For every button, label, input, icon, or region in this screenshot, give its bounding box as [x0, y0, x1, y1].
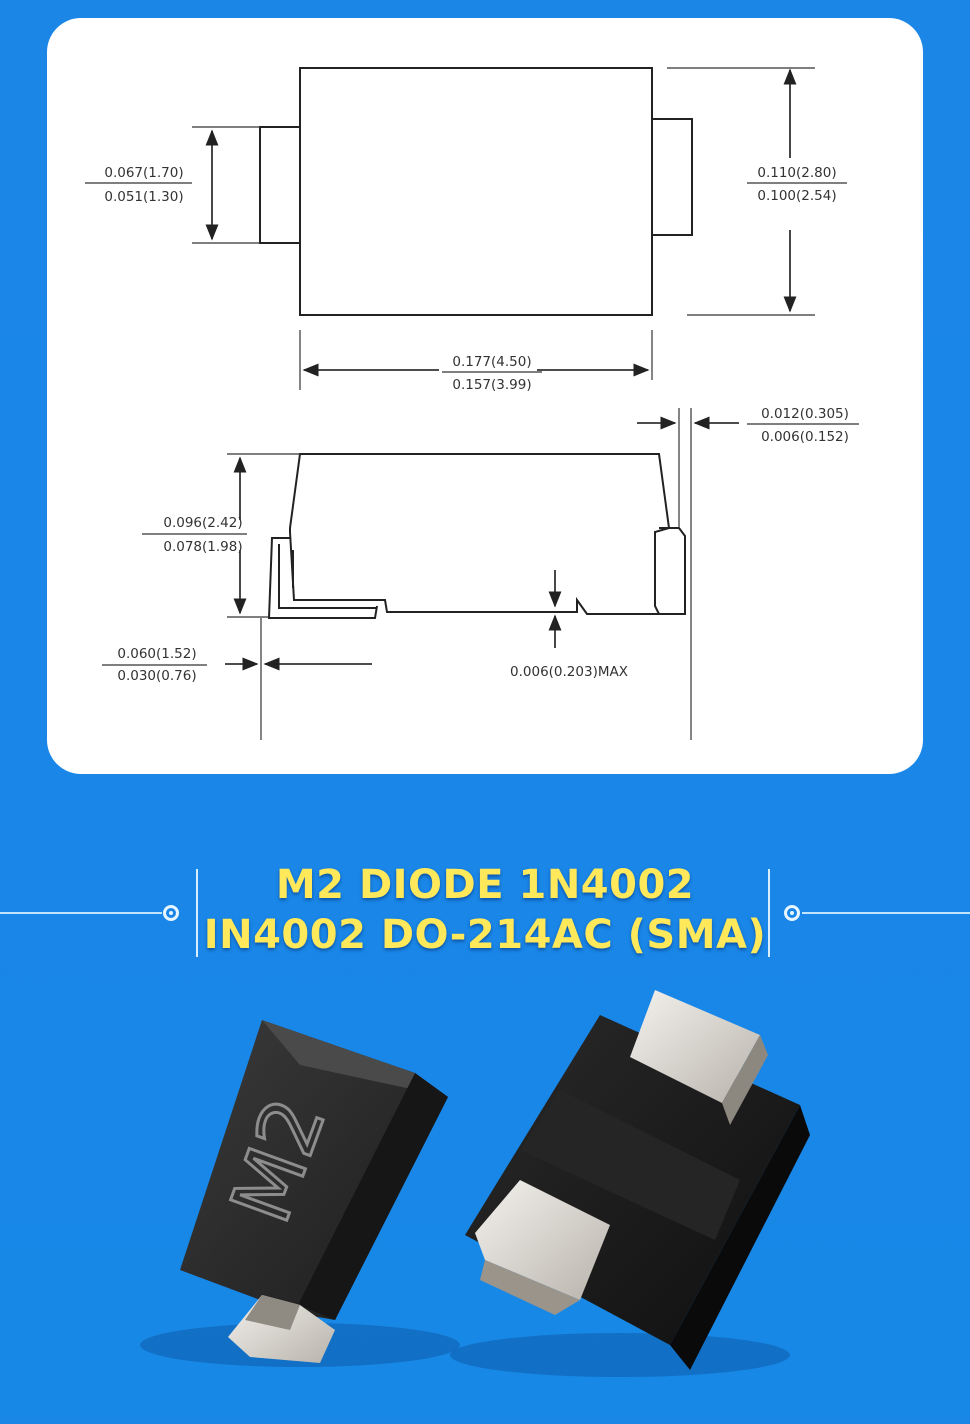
standoff-label: 0.006(0.203)MAX	[510, 664, 628, 680]
right-deco-ring-icon	[784, 905, 800, 921]
diode-left: M2	[140, 1020, 460, 1367]
title-line-2: IN4002 DO-214AC (SMA)	[203, 912, 767, 958]
lead-height-max-label: 0.067(1.70)	[104, 165, 183, 181]
lead-thickness-max-label: 0.012(0.305)	[761, 406, 849, 422]
overall-height-max-label: 0.096(2.42)	[163, 515, 242, 531]
title-line-1: M2 DIODE 1N4002	[275, 862, 695, 908]
right-deco-line	[802, 912, 970, 914]
dimension-drawing-card: 0.067(1.70) 0.051(1.30) 0.110(2.80) 0.10…	[47, 18, 923, 774]
right-deco-divider	[768, 869, 770, 957]
body-height-max-label: 0.110(2.80)	[757, 165, 836, 181]
title-banner: M2 DIODE 1N4002 IN4002 DO-214AC (SMA)	[0, 855, 970, 975]
left-deco-divider	[196, 869, 198, 957]
lead-height-min-label: 0.051(1.30)	[104, 189, 183, 205]
right-lead-top-view	[651, 118, 693, 236]
lead-thickness-min-label: 0.006(0.152)	[761, 429, 849, 445]
left-deco-line	[0, 912, 162, 914]
left-deco-ring-icon	[163, 905, 179, 921]
product-photo: M2	[0, 985, 970, 1419]
dimension-drawing: 0.067(1.70) 0.051(1.30) 0.110(2.80) 0.10…	[85, 67, 859, 740]
package-side-view	[267, 453, 686, 619]
package-body-top-view	[299, 67, 653, 316]
left-lead-top-view	[259, 126, 301, 244]
lead-length-max-label: 0.060(1.52)	[117, 646, 196, 662]
diode-illustration: M2	[140, 990, 810, 1377]
body-length-max-label: 0.177(4.50)	[452, 354, 531, 370]
overall-height-min-label: 0.078(1.98)	[163, 539, 242, 555]
body-height-min-label: 0.100(2.54)	[757, 188, 836, 204]
lead-length-min-label: 0.030(0.76)	[117, 668, 196, 684]
body-length-min-label: 0.157(3.99)	[452, 377, 531, 393]
diode-right	[450, 990, 810, 1377]
